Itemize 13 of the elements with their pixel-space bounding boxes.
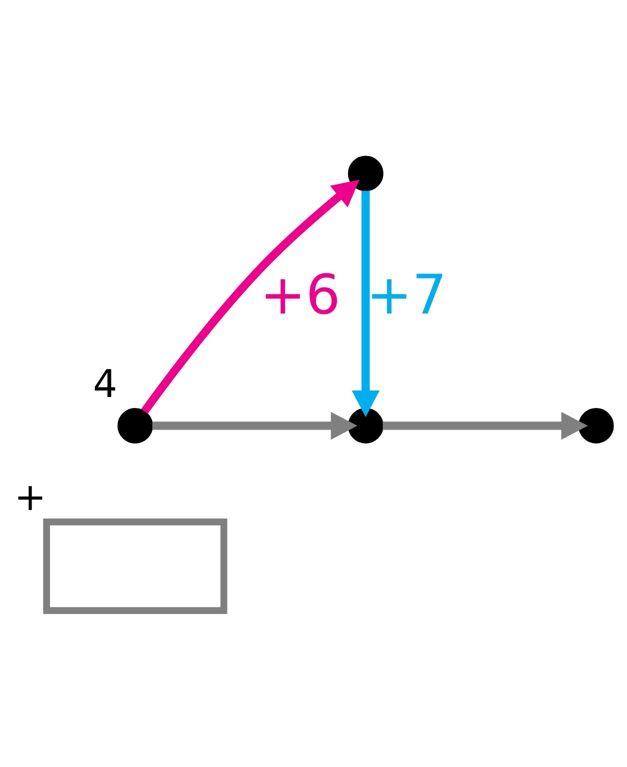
node-label: + xyxy=(14,476,46,520)
node-circle xyxy=(348,156,384,192)
node-circle xyxy=(578,408,614,444)
arrow xyxy=(382,412,588,440)
arrow xyxy=(141,180,360,414)
arrow xyxy=(152,412,358,440)
edge-label: +7 xyxy=(366,262,447,326)
node-circle xyxy=(348,408,384,444)
arrow xyxy=(352,190,380,418)
node-box xyxy=(43,518,228,614)
node-label: 4 xyxy=(93,363,118,407)
node-circle xyxy=(117,408,153,444)
edge-label: +6 xyxy=(260,262,340,326)
